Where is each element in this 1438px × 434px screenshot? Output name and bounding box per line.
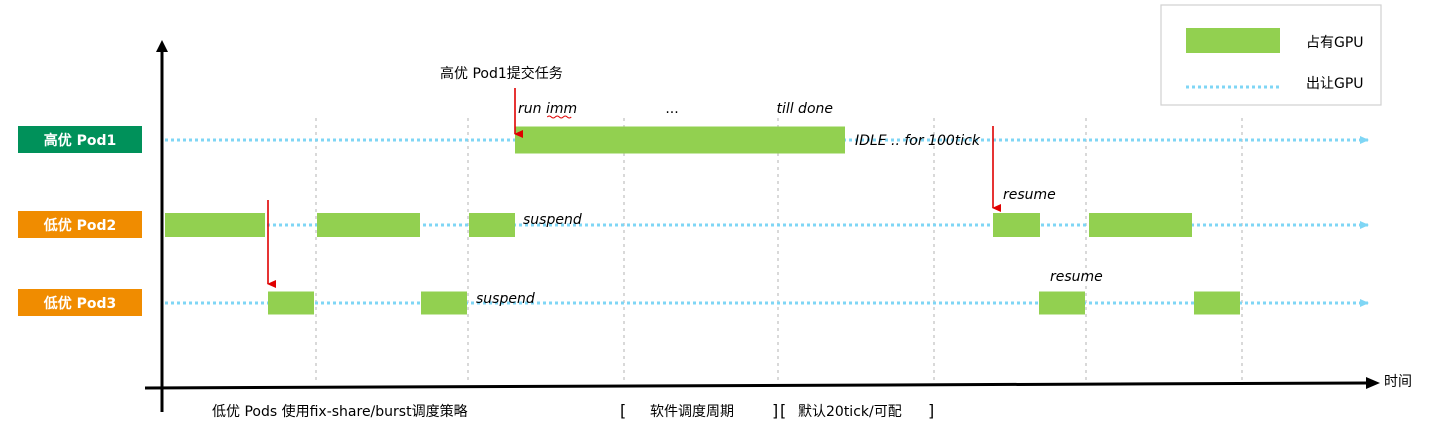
gpu-occupy-block-1 xyxy=(268,291,314,315)
axes: 时间 xyxy=(144,40,1412,412)
gpu-occupy-block-2 xyxy=(317,213,420,237)
pod-label-text: 高优 Pod1 xyxy=(44,132,117,149)
annotation-1: suspend xyxy=(476,291,535,307)
pod1-submit-label: 高优 Pod1提交任务 xyxy=(440,65,563,82)
gpu-occupy-block-3 xyxy=(469,213,515,237)
footer-strategy: 低优 Pods 使用fix-share/burst调度策略 xyxy=(212,403,468,420)
pod-label-chip xyxy=(18,211,142,238)
annotation-2: ... xyxy=(665,101,678,117)
period-bracket-close-2: ] xyxy=(928,401,934,420)
annotation-2: resume xyxy=(1003,187,1056,203)
gpu-occupy-block-4 xyxy=(993,213,1040,237)
pod-label-chip xyxy=(18,289,142,316)
annotation-4: IDLE .. for 100tick xyxy=(855,133,981,149)
pod-row-3: 低优 Pod3 suspend resume xyxy=(18,269,1369,316)
legend-occupy-swatch xyxy=(1186,28,1280,53)
gpu-occupy-block-1 xyxy=(515,126,845,154)
legend: 占有GPU 出让GPU xyxy=(1160,4,1382,106)
legend-occupy-label: 占有GPU xyxy=(1306,35,1364,51)
spellcheck-underline xyxy=(546,115,572,119)
period-bracket-open: [ xyxy=(620,401,626,420)
trigger-arrows xyxy=(267,88,1001,288)
gpu-occupy-block-3 xyxy=(1039,291,1085,315)
gpu-occupy-block-1 xyxy=(165,213,265,237)
footer-period: 软件调度周期 xyxy=(650,404,734,420)
gpu-occupy-block-4 xyxy=(1194,291,1240,315)
period-bracket-close: ] xyxy=(772,401,778,420)
pod-label-chip xyxy=(18,126,142,153)
annotation-3: till done xyxy=(776,101,833,117)
pod-label-text: 低优 Pod2 xyxy=(43,217,117,234)
pod-row-2: 低优 Pod2 suspend resume xyxy=(18,187,1369,238)
legend-yield-label: 出让GPU xyxy=(1306,76,1364,92)
annotation-2: resume xyxy=(1050,269,1103,285)
x-axis-label: 时间 xyxy=(1384,374,1412,390)
gpu-occupy-block-2 xyxy=(421,291,467,315)
annotation-1: run imm xyxy=(518,101,577,117)
pod-label-text: 低优 Pod3 xyxy=(43,295,117,312)
tick-grid xyxy=(315,118,1243,384)
footer: 低优 Pods 使用fix-share/burst调度策略 [ 软件调度周期 ]… xyxy=(212,401,934,420)
period-bracket-open-2: [ xyxy=(780,401,786,420)
x-axis xyxy=(144,381,1369,390)
x-axis-arrow-icon xyxy=(1366,377,1380,389)
annotation-1: suspend xyxy=(523,212,582,228)
footer-period-value: 默认20tick/可配 xyxy=(798,404,902,420)
gpu-occupy-block-5 xyxy=(1089,213,1192,237)
y-axis-arrow-icon xyxy=(156,40,168,52)
